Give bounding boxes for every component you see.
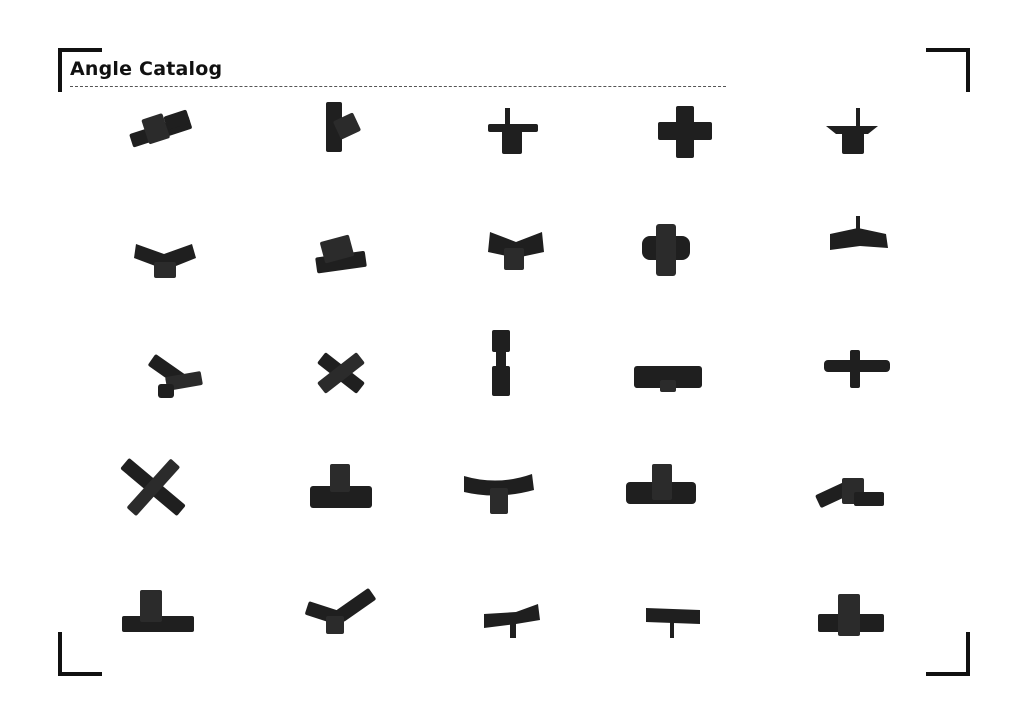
page-title: Angle Catalog <box>70 58 223 80</box>
foam-joint-plus-icon <box>636 92 736 172</box>
foam-joint-curved-tee-icon <box>448 456 548 536</box>
foam-joint-wide-tee-icon <box>612 452 712 532</box>
foam-joint-thin-cross-icon <box>806 334 906 414</box>
foam-joint-low-tee-icon <box>110 580 210 660</box>
foam-joint-tilted-y-icon <box>126 344 226 424</box>
frame-corner-bottom-right <box>926 632 970 676</box>
foam-joint-vertical-stack-icon <box>452 326 552 406</box>
foam-joint-overlap-block-icon <box>800 580 900 660</box>
frame-corner-top-right <box>926 48 970 92</box>
foam-joint-t-fin-icon <box>466 92 566 172</box>
foam-joint-flat-v-icon <box>462 584 562 664</box>
foam-joint-horizontal-bar-icon <box>618 340 718 420</box>
foam-joint-upright-block-icon <box>292 92 392 172</box>
foam-joint-plus-rounded-icon <box>618 212 718 292</box>
foam-joint-y-chevron-icon <box>116 218 216 298</box>
title-divider <box>70 86 726 87</box>
foam-joint-x-small-icon <box>292 336 392 416</box>
foam-joint-w-chevron-icon <box>466 212 566 292</box>
frame-corner-bottom-left <box>58 632 102 676</box>
foam-joint-angled-stack-icon <box>112 92 212 172</box>
foam-joint-tee-stand-icon <box>290 456 390 536</box>
foam-joint-flat-bar-icon <box>624 588 724 668</box>
foam-joint-bent-stack-icon <box>800 456 900 536</box>
foam-joint-v-arm-icon <box>292 580 392 660</box>
foam-joint-flat-fin-icon <box>810 206 910 286</box>
foam-joint-x-large-icon <box>104 448 204 528</box>
frame-corner-top-left <box>58 48 102 92</box>
foam-joint-crossed-bars-icon <box>292 218 392 298</box>
foam-joint-winged-fin-icon <box>806 92 906 172</box>
